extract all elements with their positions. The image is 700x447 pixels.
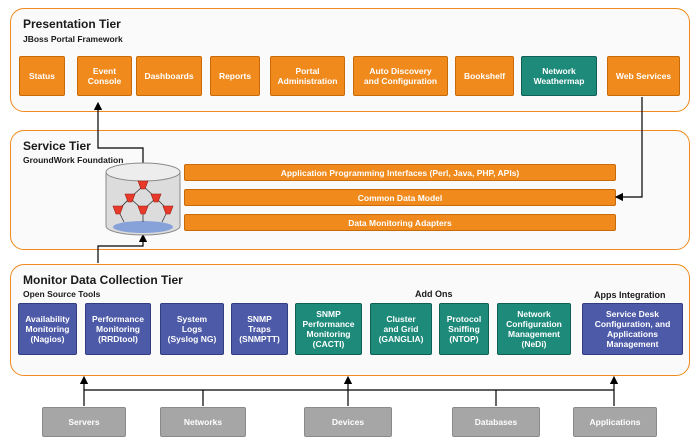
source-databases[interactable]: Databases bbox=[452, 407, 540, 437]
reports-box[interactable]: Reports bbox=[210, 56, 260, 96]
presentation-tier-subtitle: JBoss Portal Framework bbox=[23, 34, 123, 44]
protocol-sniffing-box[interactable]: Protocol Sniffing (NTOP) bbox=[439, 303, 489, 355]
network-weathermap-box[interactable]: Network Weathermap bbox=[521, 56, 597, 96]
source-applications[interactable]: Applications bbox=[573, 407, 657, 437]
data-monitoring-adapters-bar[interactable]: Data Monitoring Adapters bbox=[184, 214, 616, 231]
presentation-tier-title: Presentation Tier bbox=[23, 17, 121, 31]
database-icon bbox=[105, 162, 181, 236]
source-arrows bbox=[79, 375, 619, 406]
service-tier-title: Service Tier bbox=[23, 139, 91, 153]
performance-monitoring-box[interactable]: Performance Monitoring (RRDtool) bbox=[85, 303, 151, 355]
source-networks[interactable]: Networks bbox=[160, 407, 246, 437]
web-services-box[interactable]: Web Services bbox=[607, 56, 680, 96]
source-servers[interactable]: Servers bbox=[42, 407, 126, 437]
api-bar[interactable]: Application Programming Interfaces (Perl… bbox=[184, 164, 616, 181]
apps-integration-label: Apps Integration bbox=[594, 290, 666, 300]
status-box[interactable]: Status bbox=[19, 56, 65, 96]
event-console-box[interactable]: Event Console bbox=[77, 56, 132, 96]
network-configuration-box[interactable]: Network Configuration Management (NeDi) bbox=[497, 303, 571, 355]
portal-administration-box[interactable]: Portal Administration bbox=[270, 56, 345, 96]
add-ons-label: Add Ons bbox=[415, 289, 453, 299]
monitor-tier-subtitle: Open Source Tools bbox=[23, 289, 101, 299]
snmp-traps-box[interactable]: SNMP Traps (SNMPTT) bbox=[231, 303, 288, 355]
system-logs-box[interactable]: System Logs (Syslog NG) bbox=[160, 303, 224, 355]
dashboards-box[interactable]: Dashboards bbox=[136, 56, 202, 96]
source-devices[interactable]: Devices bbox=[304, 407, 392, 437]
auto-discovery-box[interactable]: Auto Discovery and Configuration bbox=[353, 56, 448, 96]
service-tier-subtitle: GroundWork Foundation bbox=[23, 155, 124, 165]
bookshelf-box[interactable]: Bookshelf bbox=[455, 56, 514, 96]
monitor-tier-title: Monitor Data Collection Tier bbox=[23, 273, 183, 287]
cluster-grid-box[interactable]: Cluster and Grid (GANGLIA) bbox=[370, 303, 432, 355]
availability-monitoring-box[interactable]: Availability Monitoring (Nagios) bbox=[18, 303, 77, 355]
service-desk-box[interactable]: Service Desk Configuration, and Applicat… bbox=[582, 303, 683, 355]
snmp-performance-box[interactable]: SNMP Performance Monitoring (CACTI) bbox=[295, 303, 362, 355]
common-data-model-bar[interactable]: Common Data Model bbox=[184, 189, 616, 206]
